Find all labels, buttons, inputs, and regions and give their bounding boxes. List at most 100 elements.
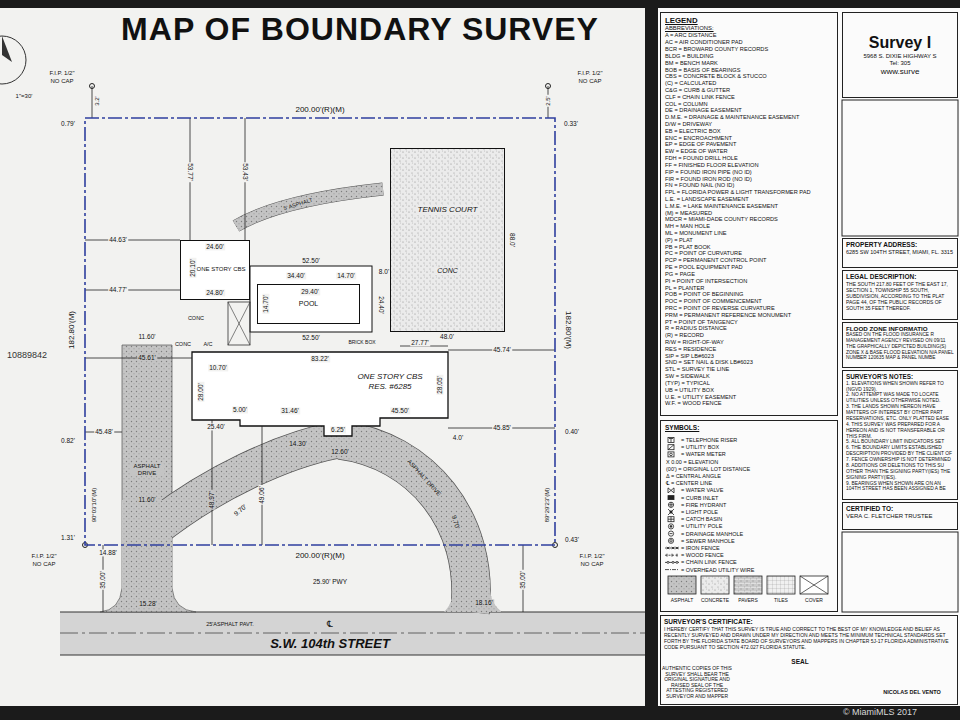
plan-shape [228, 302, 250, 345]
box-text: www.surve [846, 67, 954, 77]
legend-sample [668, 517, 674, 522]
street-note: 25'ASPHALT PAVT. [205, 621, 255, 627]
box-text: PL = PLANTER [665, 285, 833, 292]
box-text: STL = SURVEY TIE LINE [665, 366, 833, 373]
corner-note: NO CAP [49, 78, 74, 85]
dimension-label: 1.31' [60, 534, 76, 541]
dimension-label: 182.80'(M) [68, 310, 77, 350]
box-text: FDH = FOUND DRILL HOLE [665, 155, 833, 162]
box-text: RES = RESIDENCE [665, 346, 833, 353]
corner-note: NO CAP [579, 561, 604, 568]
box-text: PE = POOL EQUIPMENT PAD [665, 264, 833, 271]
legend-label: = UTILITY POLE [681, 523, 722, 529]
symbol-stroke [671, 517, 672, 522]
corner-note: F.I.P. 1/2" [576, 70, 603, 77]
dimension-label: 24.80' [205, 289, 225, 296]
centerline-mark: ℄ [326, 620, 334, 630]
legend-swatch [800, 576, 828, 594]
box-text: (C) = CALCULATED [665, 80, 833, 87]
box-text: AC = AIR CONDITIONER PAD [665, 39, 833, 46]
box-text: EP = EDGE OF PAVEMENT [665, 141, 833, 148]
box-text: 7. FENCE OWNERSHIP IS NOT DETERMINED [846, 457, 954, 463]
legend-sample [668, 509, 674, 515]
box-heading: ONE STORY CBS [195, 266, 247, 273]
box-text: BCR = BROWARD COUNTY RECORDS [665, 46, 833, 53]
listing-number: 10889842 [6, 351, 48, 361]
plan-shape [390, 148, 505, 332]
plan-shape [2, 36, 12, 62]
box-text: 5. ALL BOUNDARY LIMIT INDICATORS SET [846, 439, 954, 445]
legend-sample [665, 569, 679, 570]
legend-label: = IRON FENCE [681, 545, 720, 551]
legend-label: = FIRE HYDRANT [681, 502, 726, 508]
surface-label: CONC [187, 315, 205, 321]
symbol-stroke [676, 547, 678, 549]
legend-label: = CHAIN LINK FENCE [681, 559, 737, 565]
dimension-label: 9.70' [232, 502, 249, 518]
angle-label: 89°29'23"(M) [544, 487, 551, 524]
dimension-label: 48.0' [439, 333, 455, 340]
symbol-stroke [668, 538, 673, 543]
box-text: MDCR = MIAMI-DADE COUNTY RECORDS [665, 216, 833, 223]
dimension-label: 34.40' [286, 272, 306, 279]
dimension-label: 18.16' [474, 599, 494, 606]
symbol-stroke [670, 526, 672, 528]
box-text: 1. ELEVATIONS WHEN SHOWN REFER TO (NGVD … [846, 381, 954, 393]
symbol-stroke [677, 554, 678, 557]
symbol-stroke [668, 488, 674, 493]
legend-label: = WATER VALVE [681, 487, 723, 493]
box-text: Tel: 305 [846, 60, 954, 67]
surface-label: ASPHALT DRIVE [405, 458, 443, 499]
plan-shape [60, 633, 645, 634]
legend-sample [668, 576, 696, 594]
legend-swatch [668, 576, 696, 594]
surface-label: A/C [202, 341, 213, 347]
dimension-label: 35.00' [519, 570, 526, 590]
dimension-label: 20.10' [189, 258, 196, 278]
box-text: UB = UTILITY BOX [665, 387, 833, 394]
dimension-label: 52.50' [301, 257, 321, 264]
symbol-stroke [670, 533, 673, 534]
symbol-stroke [668, 517, 674, 522]
legend-sample [668, 445, 674, 450]
box-text: EB = ELECTRIC BOX [665, 128, 833, 135]
legend-sample [668, 502, 673, 507]
dimension-label: 8.0' [378, 268, 390, 275]
plan-shape [192, 352, 448, 436]
symbol-stroke [668, 509, 674, 515]
dimension-label: 9.70' [450, 513, 461, 530]
plan-shape [85, 290, 180, 291]
symbol-stroke [668, 445, 674, 450]
legend-label: = DRAINAGE MANHOLE [681, 531, 743, 537]
symbol-stroke [668, 496, 674, 500]
dimension-label: 25.40' [206, 423, 226, 430]
street-name: S.W. 104th STREET [269, 637, 391, 651]
box-text: EW = EDGE OF WATER [665, 148, 833, 155]
symbol-stroke [668, 438, 674, 443]
box-text: BLDG = BUILDING [665, 53, 833, 60]
dimension-label: 83.22' [310, 355, 330, 362]
box-text: ENC = ENCROACHMENT [665, 135, 833, 142]
dimension-label: 52.50' [301, 334, 321, 341]
plan-shape [150, 440, 336, 532]
box-text: FN = FOUND NAIL (NO ID) [665, 182, 833, 189]
legend-label: = SEWER MANHOLE [681, 538, 735, 544]
certified-box: CERTIFIED TO:VERA C. FLETCHER TRUSTEE [842, 502, 958, 530]
legend-label: ASPHALT [671, 598, 693, 604]
dimension-label: 28.05' [436, 375, 443, 395]
box-text: 8. ADDITIONS OR DELETIONS TO THIS SU OTH… [846, 463, 954, 481]
plan-shape [85, 118, 555, 612]
dimension-label: 0.33' [563, 120, 579, 127]
dimension-label: 11.60' [137, 333, 156, 340]
scale-note: 1"=30' [15, 93, 34, 100]
surface-label: 5' ASPHALT [282, 196, 314, 211]
box-text: 5968 S. DIXIE HIGHWAY S [846, 53, 954, 60]
dimension-label: 53.77' [186, 162, 193, 182]
dimension-label: 6.25' [330, 426, 346, 433]
legend-label: = TELEPHONE RISER [681, 437, 737, 443]
corner-note: NO CAP [31, 561, 56, 568]
plan-shape [236, 189, 383, 226]
box-text: BM = BENCH MARK [665, 60, 833, 67]
box-text: MH = MAN HOLE [665, 223, 833, 230]
plan-shape [100, 345, 196, 612]
